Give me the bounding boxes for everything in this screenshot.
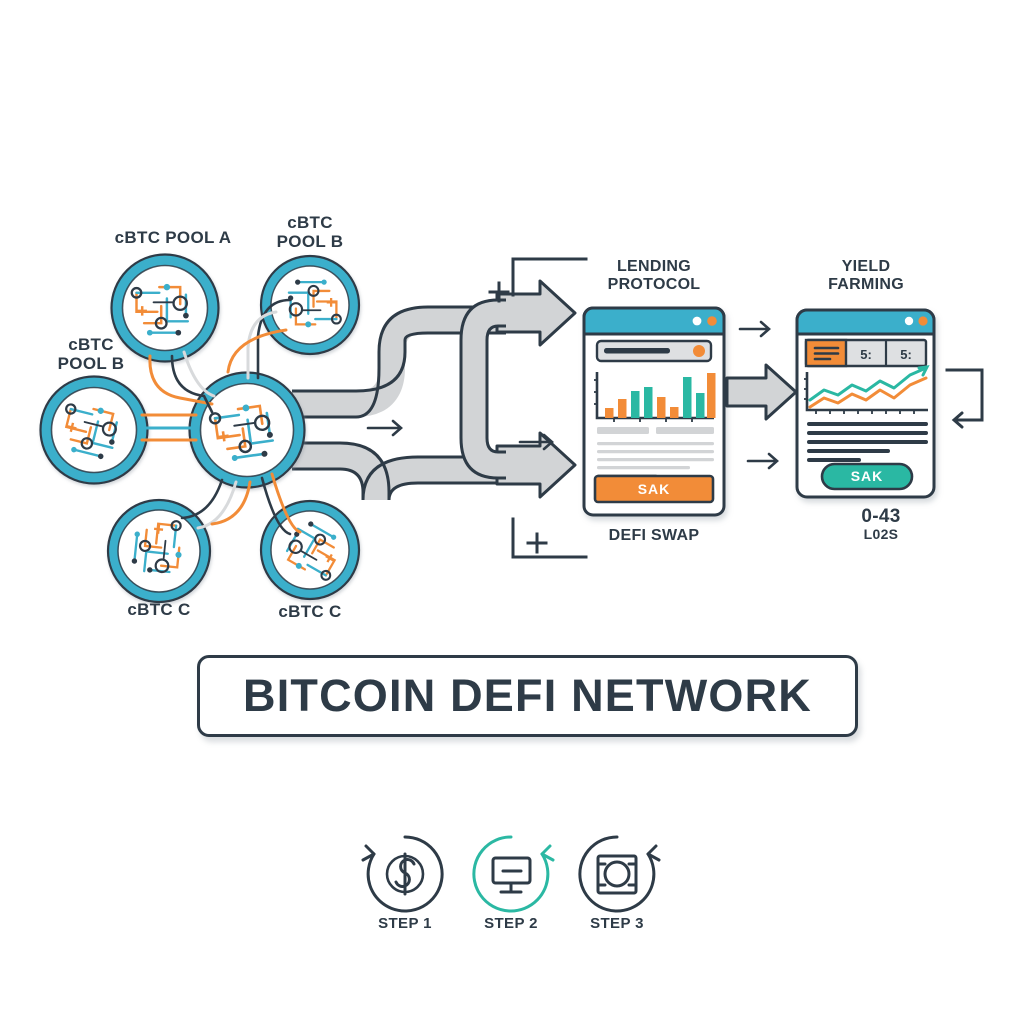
pool-label-pool-a: cBTC POOL A	[114, 228, 232, 247]
step-icon-dollar-refresh-icon[interactable]	[361, 835, 444, 913]
pool-node-c-right[interactable]	[259, 499, 361, 601]
pool-label-line-1: cBTC	[68, 335, 114, 354]
yield-title-line-1: YIELD	[841, 258, 891, 275]
page-title: BITCOIN DEFI NETWORK	[243, 670, 812, 721]
lending-panel-caption: DEFI SWAP	[608, 527, 700, 544]
orange-circle-icon	[693, 345, 705, 357]
tab-0-active	[804, 338, 848, 368]
yield-stat-unit: L02S	[863, 526, 899, 543]
plus-bracket-top	[488, 257, 588, 303]
yield-farming-panel[interactable]: 5: 5:	[795, 308, 936, 499]
lending-cta-button[interactable]: SAK	[593, 474, 715, 504]
pipe-merge-bracket	[459, 298, 506, 480]
yield-panel-stat: 0-43 L02S	[826, 506, 936, 543]
pool-label-c-left: cBTC C	[127, 600, 191, 619]
pool-node-pool-b-left[interactable]	[39, 375, 149, 485]
lending-cta-label: SAK	[638, 481, 671, 497]
title-banner: BITCOIN DEFI NETWORK	[197, 655, 858, 737]
arrow-bottom-between-panels	[746, 452, 779, 470]
yield-tab-strip[interactable]: 5: 5:	[804, 338, 928, 368]
yield-text-lines	[807, 422, 928, 462]
pool-label-c-right: cBTC C	[278, 602, 342, 621]
plus-bracket-bottom	[511, 517, 588, 559]
yield-line-chart	[804, 365, 930, 414]
arrow-top-between-panels	[738, 320, 771, 338]
node-links	[140, 298, 302, 536]
step-icon-monitor-refresh-icon[interactable]	[472, 835, 555, 913]
step-icon-camera-refresh-icon[interactable]	[578, 835, 661, 913]
step-label-1: STEP 1	[378, 915, 432, 932]
pool-label-pool-b-left: cBTC POOL B	[36, 335, 146, 373]
lending-bar-chart	[594, 372, 716, 422]
lending-protocol-panel[interactable]: SAK	[582, 306, 726, 517]
pipe-arrow-bottom	[495, 431, 577, 499]
tab-2-label: 5:	[900, 347, 912, 362]
yield-cta-button[interactable]: SAK	[820, 462, 914, 491]
pipe-arrow-top	[495, 279, 577, 347]
pipe-arrow-between-panels	[725, 363, 798, 421]
lending-panel-title: LENDING PROTOCOL	[594, 258, 714, 294]
titlebar-dot-orange	[707, 316, 717, 326]
pool-label-line-2: POOL B	[276, 232, 344, 252]
yield-panel-title: YIELD FARMING	[806, 258, 926, 294]
lending-title-line-1: LENDING	[616, 258, 692, 275]
titlebar-dot-white	[904, 316, 914, 326]
yield-title-line-2: FARMING	[828, 275, 904, 293]
pool-label-line-1: cBTC	[287, 213, 333, 232]
arrow-mid-left-icon	[518, 433, 554, 451]
step-label-2: STEP 2	[484, 915, 538, 932]
titlebar-dot-orange	[918, 316, 928, 326]
hamburger-lines-icon	[813, 346, 840, 361]
step-label-3: STEP 3	[590, 915, 644, 932]
feedback-loop-bracket	[945, 368, 984, 429]
yield-cta-label: SAK	[851, 468, 884, 484]
pool-node-hub[interactable]	[188, 371, 306, 489]
pool-node-c-left[interactable]	[106, 498, 212, 604]
lending-title-line-2: PROTOCOL	[607, 275, 701, 293]
pipe-network	[292, 305, 506, 502]
pool-label-pool-b-top: cBTC POOL B	[255, 213, 365, 251]
pool-label-line-2: POOL B	[57, 354, 125, 374]
pool-node-pool-a[interactable]	[110, 253, 220, 363]
yield-stat-value: 0-43	[861, 506, 901, 527]
titlebar-dot-white	[692, 316, 702, 326]
pool-node-pool-b-top[interactable]	[259, 254, 361, 356]
tab-1-label: 5:	[860, 347, 872, 362]
lending-searchbar[interactable]	[595, 339, 713, 363]
arrow-pipe-icon	[366, 419, 403, 437]
